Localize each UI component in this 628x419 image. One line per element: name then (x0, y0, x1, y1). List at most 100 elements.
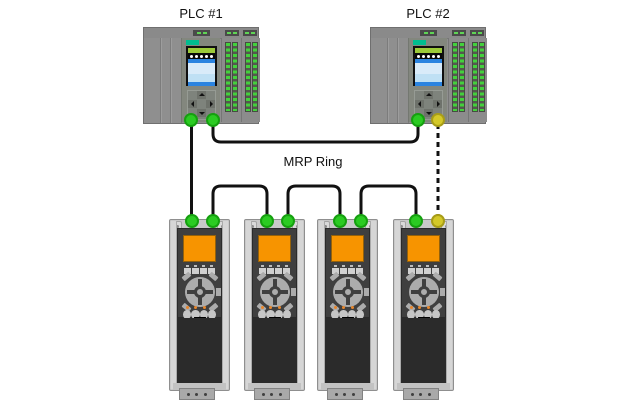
plc1-port-1 (184, 113, 198, 127)
display-header-bar (415, 48, 442, 53)
bus-connector-slot (193, 30, 210, 36)
io-led-column (245, 42, 251, 112)
cpu-display (413, 46, 444, 86)
bus-connector-slot (452, 30, 466, 36)
drive-lower-cover (401, 318, 446, 386)
drive-display (258, 235, 291, 262)
display-body (188, 63, 215, 74)
function-buttons (184, 265, 215, 274)
bus-connector-slot (470, 30, 484, 36)
terminal-strip (321, 383, 374, 390)
bus-connector-slot (225, 30, 239, 36)
drive1-port-2 (206, 214, 220, 228)
wheel-side-tab (290, 288, 296, 296)
arrow-up-button (424, 91, 433, 99)
side-rail (370, 221, 376, 389)
operation-buttons (258, 306, 291, 319)
function-buttons (259, 265, 290, 274)
cpu-display (186, 46, 217, 86)
display-title-bar (415, 59, 442, 63)
mrp-ring-label: MRP Ring (283, 154, 343, 169)
side-rail (446, 221, 452, 389)
wheel-side-tab (215, 288, 221, 296)
wheel-corner-arrow-icon (431, 271, 443, 282)
terminal-strip (173, 383, 226, 390)
status-led-strip (186, 40, 199, 45)
io-module (468, 38, 487, 122)
drive-1 (169, 219, 230, 400)
arrow-left-button (188, 100, 197, 108)
terminal-block (327, 388, 363, 400)
operation-buttons (331, 306, 364, 319)
io-led-column (452, 42, 458, 112)
wheel-corner-arrow-icon (180, 271, 192, 282)
plc1 (143, 27, 260, 124)
drive-lower-cover (325, 318, 370, 386)
display-softkey-row (188, 53, 215, 59)
side-rail (395, 221, 401, 389)
drive-control-panel (252, 228, 297, 323)
io-module (448, 38, 469, 122)
nav-wheel-center (268, 286, 281, 298)
side-rail (297, 221, 303, 389)
nav-wheel-center (193, 286, 206, 298)
plc2-label: PLC #2 (406, 6, 450, 21)
drive4-port-2 (431, 214, 445, 228)
io-led-column (232, 42, 238, 112)
arrow-left-button (415, 100, 424, 108)
plc2-port-2 (431, 113, 445, 127)
status-led-strip (413, 40, 426, 45)
drive-control-panel (325, 228, 370, 323)
wheel-corner-arrow-icon (207, 271, 219, 282)
drive3-port-1 (333, 214, 347, 228)
terminal-block (254, 388, 290, 400)
drive-display (183, 235, 216, 262)
function-buttons (408, 265, 439, 274)
wire-plc1-to-plc2 (211, 122, 420, 144)
wheel-side-tab (363, 288, 369, 296)
io-led-column (459, 42, 465, 112)
drive-lower-cover (252, 318, 297, 386)
wheel-side-tab (439, 288, 445, 296)
arrow-down-button (197, 109, 206, 117)
bus-connector-slot (420, 30, 437, 36)
operation-buttons (407, 306, 440, 319)
drive-lower-cover (177, 318, 222, 386)
cpu-module (408, 38, 447, 122)
wire-drive2-to-drive3 (286, 184, 342, 221)
bus-connector-slot (243, 30, 257, 36)
nav-wheel (328, 271, 369, 313)
display-footer-bar (415, 82, 442, 86)
drive2-port-1 (260, 214, 274, 228)
power-supply-module (371, 38, 409, 123)
nav-wheel-center (341, 286, 354, 298)
nav-wheel (404, 271, 445, 313)
plc2-port-1 (411, 113, 425, 127)
drive-3 (317, 219, 378, 400)
power-supply-module (144, 38, 182, 123)
arrow-right-button (206, 100, 215, 108)
drive-4 (393, 219, 454, 400)
plc2 (370, 27, 487, 124)
wheel-corner-arrow-icon (255, 271, 267, 282)
wheel-corner-arrow-icon (404, 271, 416, 282)
side-rail (171, 221, 177, 389)
terminal-block (403, 388, 439, 400)
plc1-port-2 (206, 113, 220, 127)
arrow-down-button (424, 109, 433, 117)
io-module (221, 38, 242, 122)
side-rail (319, 221, 325, 389)
drive-2 (244, 219, 305, 400)
drive2-port-2 (281, 214, 295, 228)
display-footer-bar (188, 82, 215, 86)
terminal-strip (248, 383, 301, 390)
arrow-right-button (433, 100, 442, 108)
display-title-bar (188, 59, 215, 63)
drive1-port-1 (185, 214, 199, 228)
display-body-lower (188, 74, 215, 82)
side-rail (222, 221, 228, 389)
wire-drive3-to-drive4 (359, 184, 418, 221)
drive-control-panel (401, 228, 446, 323)
